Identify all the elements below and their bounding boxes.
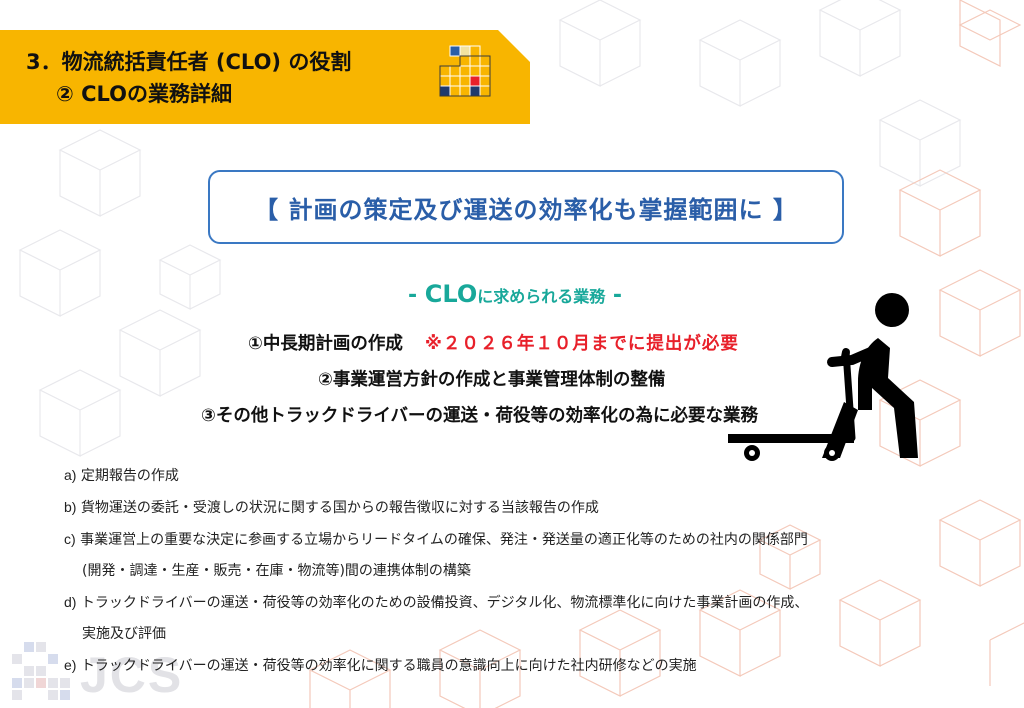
detail-item-a: a) 定期報告の作成 [64, 460, 984, 492]
colored-grid-logo-icon [439, 45, 491, 97]
section-heading-main: CLO [424, 280, 478, 308]
detail-item-c-letter: c) [64, 531, 76, 547]
jcs-logo-text: JCS [80, 647, 184, 703]
task-item-3: ③その他トラックドライバーの運送・荷役等の効率化の為に必要な業務 [201, 402, 758, 427]
detail-item-a-text: 定期報告の作成 [80, 468, 179, 484]
headline-banner: 【 計画の策定及び運送の効率化も掌握範囲に 】 [208, 170, 844, 244]
task-deadline-note: ※２０２６年１０月までに提出が必要 [424, 334, 739, 354]
task-item-3-text: ③その他トラックドライバーの運送・荷役等の効率化の為に必要な業務 [201, 406, 758, 426]
detail-item-e-letter: e) [64, 657, 77, 673]
section-heading-sub: に求められる業務 [477, 287, 606, 306]
detail-item-b: b) 貨物運送の委託・受渡しの状況に関する国からの報告徴収に対する当該報告の作成 [64, 492, 984, 524]
page-title-line2: ② CLOの業務詳細 [56, 82, 232, 106]
task-item-1: ①中長期計画の作成 ※２０２６年１０月までに提出が必要 [248, 330, 739, 355]
headline-banner-text: 【 計画の策定及び運送の効率化も掌握範囲に 】 [254, 195, 798, 224]
page-title-line1: 3．物流統括責任者 (CLO) の役割 [26, 50, 352, 74]
task-item-2: ②事業運営方針の作成と事業管理体制の整備 [318, 366, 665, 391]
detail-item-c: c) 事業運営上の重要な決定に参画する立場からリードタイムの確保、発注・発送量の… [64, 524, 984, 587]
details-list: a) 定期報告の作成 b) 貨物運送の委託・受渡しの状況に関する国からの報告徴収… [64, 460, 984, 682]
detail-item-d-text: トラックドライバーの運送・荷役等の効率化のための設備投資、デジタル化、物流標準化… [80, 595, 809, 611]
task-item-1-text: ①中長期計画の作成 [248, 334, 403, 354]
detail-item-c-continuation: (開発・調達・生産・販売・在庫・物流等)間の連携体制の構築 [82, 563, 471, 579]
detail-item-d-letter: d) [64, 594, 77, 610]
section-heading-dash-left: - [407, 283, 425, 308]
detail-item-d: d) トラックドライバーの運送・荷役等の効率化のための設備投資、デジタル化、物流… [64, 587, 984, 650]
detail-item-c-text: 事業運営上の重要な決定に参画する立場からリードタイムの確保、発注・発送量の適正化… [80, 532, 808, 548]
section-heading-dash-right: - [605, 283, 623, 308]
jcs-pixel-logo-icon [12, 642, 70, 700]
page-title: 3．物流統括責任者 (CLO) の役割 ② CLOの業務詳細 [26, 46, 351, 110]
person-pushing-cart-icon [728, 293, 918, 461]
detail-item-e: e) トラックドライバーの運送・荷役等の効率化に関する職員の意識向上に向けた社内… [64, 650, 984, 682]
detail-item-a-letter: a) [64, 467, 77, 483]
task-item-2-text: ②事業運営方針の作成と事業管理体制の整備 [318, 370, 666, 390]
detail-item-b-letter: b) [64, 499, 77, 515]
detail-item-d-continuation: 実施及び評価 [82, 626, 166, 642]
section-heading: - CLOに求められる業務 - [300, 280, 730, 308]
detail-item-b-text: 貨物運送の委託・受渡しの状況に関する国からの報告徴収に対する当該報告の作成 [80, 500, 599, 516]
detail-item-e-text: トラックドライバーの運送・荷役等の効率化に関する職員の意識向上に向けた社内研修な… [80, 658, 697, 674]
